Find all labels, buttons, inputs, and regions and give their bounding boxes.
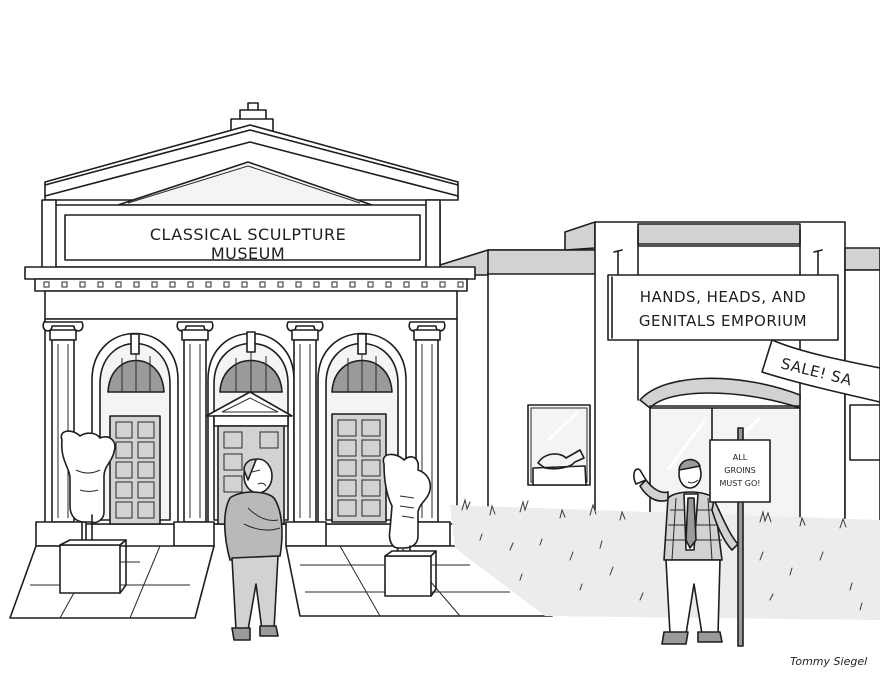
salesman (633, 458, 739, 645)
placard-line1: ALL (733, 453, 748, 462)
placard: ALL GROINS MUST GO! (709, 427, 771, 647)
right-torso-statue (382, 453, 437, 597)
columns (35, 321, 451, 547)
emporium-sign: HANDS, HEADS, AND GENITALS EMPORIUM (607, 274, 839, 341)
museum-sign-line1: CLASSICAL SCULPTURE (150, 225, 346, 244)
left-arch-door (91, 332, 179, 525)
museum-building: CLASSICAL SCULPTURE MUSEUM (9, 102, 553, 619)
placard-line3: MUST GO! (720, 479, 761, 488)
emporium-sign-line2: GENITALS EMPORIUM (639, 312, 807, 330)
lawn (450, 498, 880, 620)
museum-sign-line2: MUSEUM (211, 244, 285, 263)
emporium-sign-line1: HANDS, HEADS, AND (640, 288, 807, 306)
door-panels (115, 419, 381, 519)
dentils (43, 281, 464, 288)
placard-line2: GROINS (724, 466, 755, 475)
artist-signature: Tommy Siegel (790, 655, 867, 668)
grumpy-man (223, 458, 283, 641)
left-torso-statue (59, 430, 127, 594)
